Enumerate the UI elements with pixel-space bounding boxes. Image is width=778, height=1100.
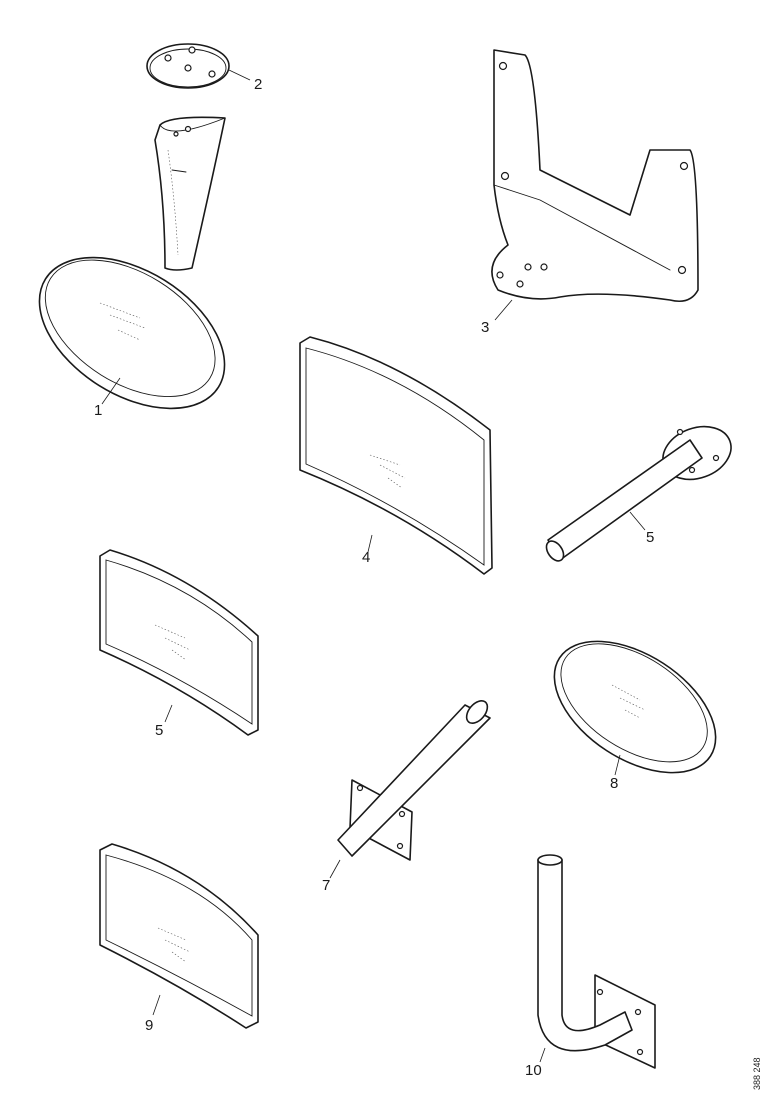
callout-7: 7	[322, 877, 330, 894]
part-1-oval-mirror-with-arm	[38, 116, 226, 410]
drawing-reference-number: 388 248	[752, 1057, 762, 1090]
callout-9: 9	[145, 1017, 153, 1034]
callout-1: 1	[94, 402, 102, 419]
part-5-tube-arm-round-flange	[545, 425, 732, 562]
part-8-oval-mirror-small	[553, 640, 717, 776]
callout-3: 3	[481, 319, 489, 336]
part-7-tube-arm-square-plate	[329, 699, 491, 879]
part-3-bracket-plate	[491, 49, 699, 321]
part-10-bent-tube-square-plate	[537, 854, 656, 1069]
callout-8: 8	[610, 775, 618, 792]
part-4-rect-mirror-large	[299, 336, 493, 575]
callout-2: 2	[254, 76, 262, 93]
callout-5-tube: 5	[646, 529, 654, 546]
callout-5-mirror: 5	[155, 722, 163, 739]
part-9-rect-mirror	[99, 843, 259, 1029]
callout-4: 4	[362, 549, 370, 566]
part-5-rect-mirror	[99, 549, 259, 736]
part-2-round-plate	[146, 43, 251, 89]
callout-10: 10	[525, 1062, 542, 1079]
